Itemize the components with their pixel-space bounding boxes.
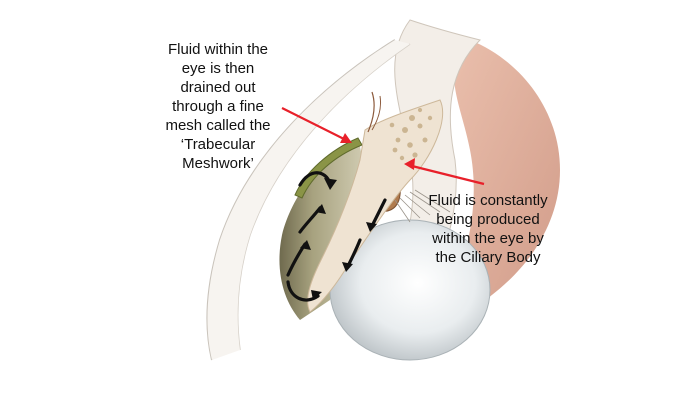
callout-line: drained out: [180, 79, 256, 96]
ciliary-body-callout: Fluid is constantly being produced withi…: [418, 191, 558, 267]
cornea-body: [207, 40, 410, 360]
trabecular-meshwork-callout: Fluid within the eye is then drained out…: [148, 40, 288, 173]
callout-line: mesh called the: [165, 117, 271, 134]
callout-line: being produced: [436, 211, 540, 228]
trabecular-meshwork: [294, 137, 363, 199]
flow-arrowheads: [300, 178, 377, 300]
zonule-fibers: [394, 189, 451, 223]
vessel: [367, 91, 375, 133]
anterior-chamber: [279, 140, 363, 320]
callout-line: Fluid is constantly: [428, 192, 548, 209]
callout-line: through a fine: [172, 98, 264, 115]
callout-line: within the eye by: [432, 230, 544, 247]
choroid-layer: [440, 40, 560, 310]
callout-line: the Ciliary Body: [435, 249, 541, 266]
callout-line: Meshwork’: [182, 155, 254, 172]
red-arrow-icon: [404, 158, 485, 186]
red-arrow-icon: [281, 107, 352, 143]
vessel: [371, 95, 381, 131]
callout-line: eye is then: [181, 60, 255, 77]
callout-line: Fluid within the: [167, 41, 269, 58]
callout-line: ‘Trabecular: [180, 136, 256, 153]
iris-texture: [389, 107, 433, 161]
